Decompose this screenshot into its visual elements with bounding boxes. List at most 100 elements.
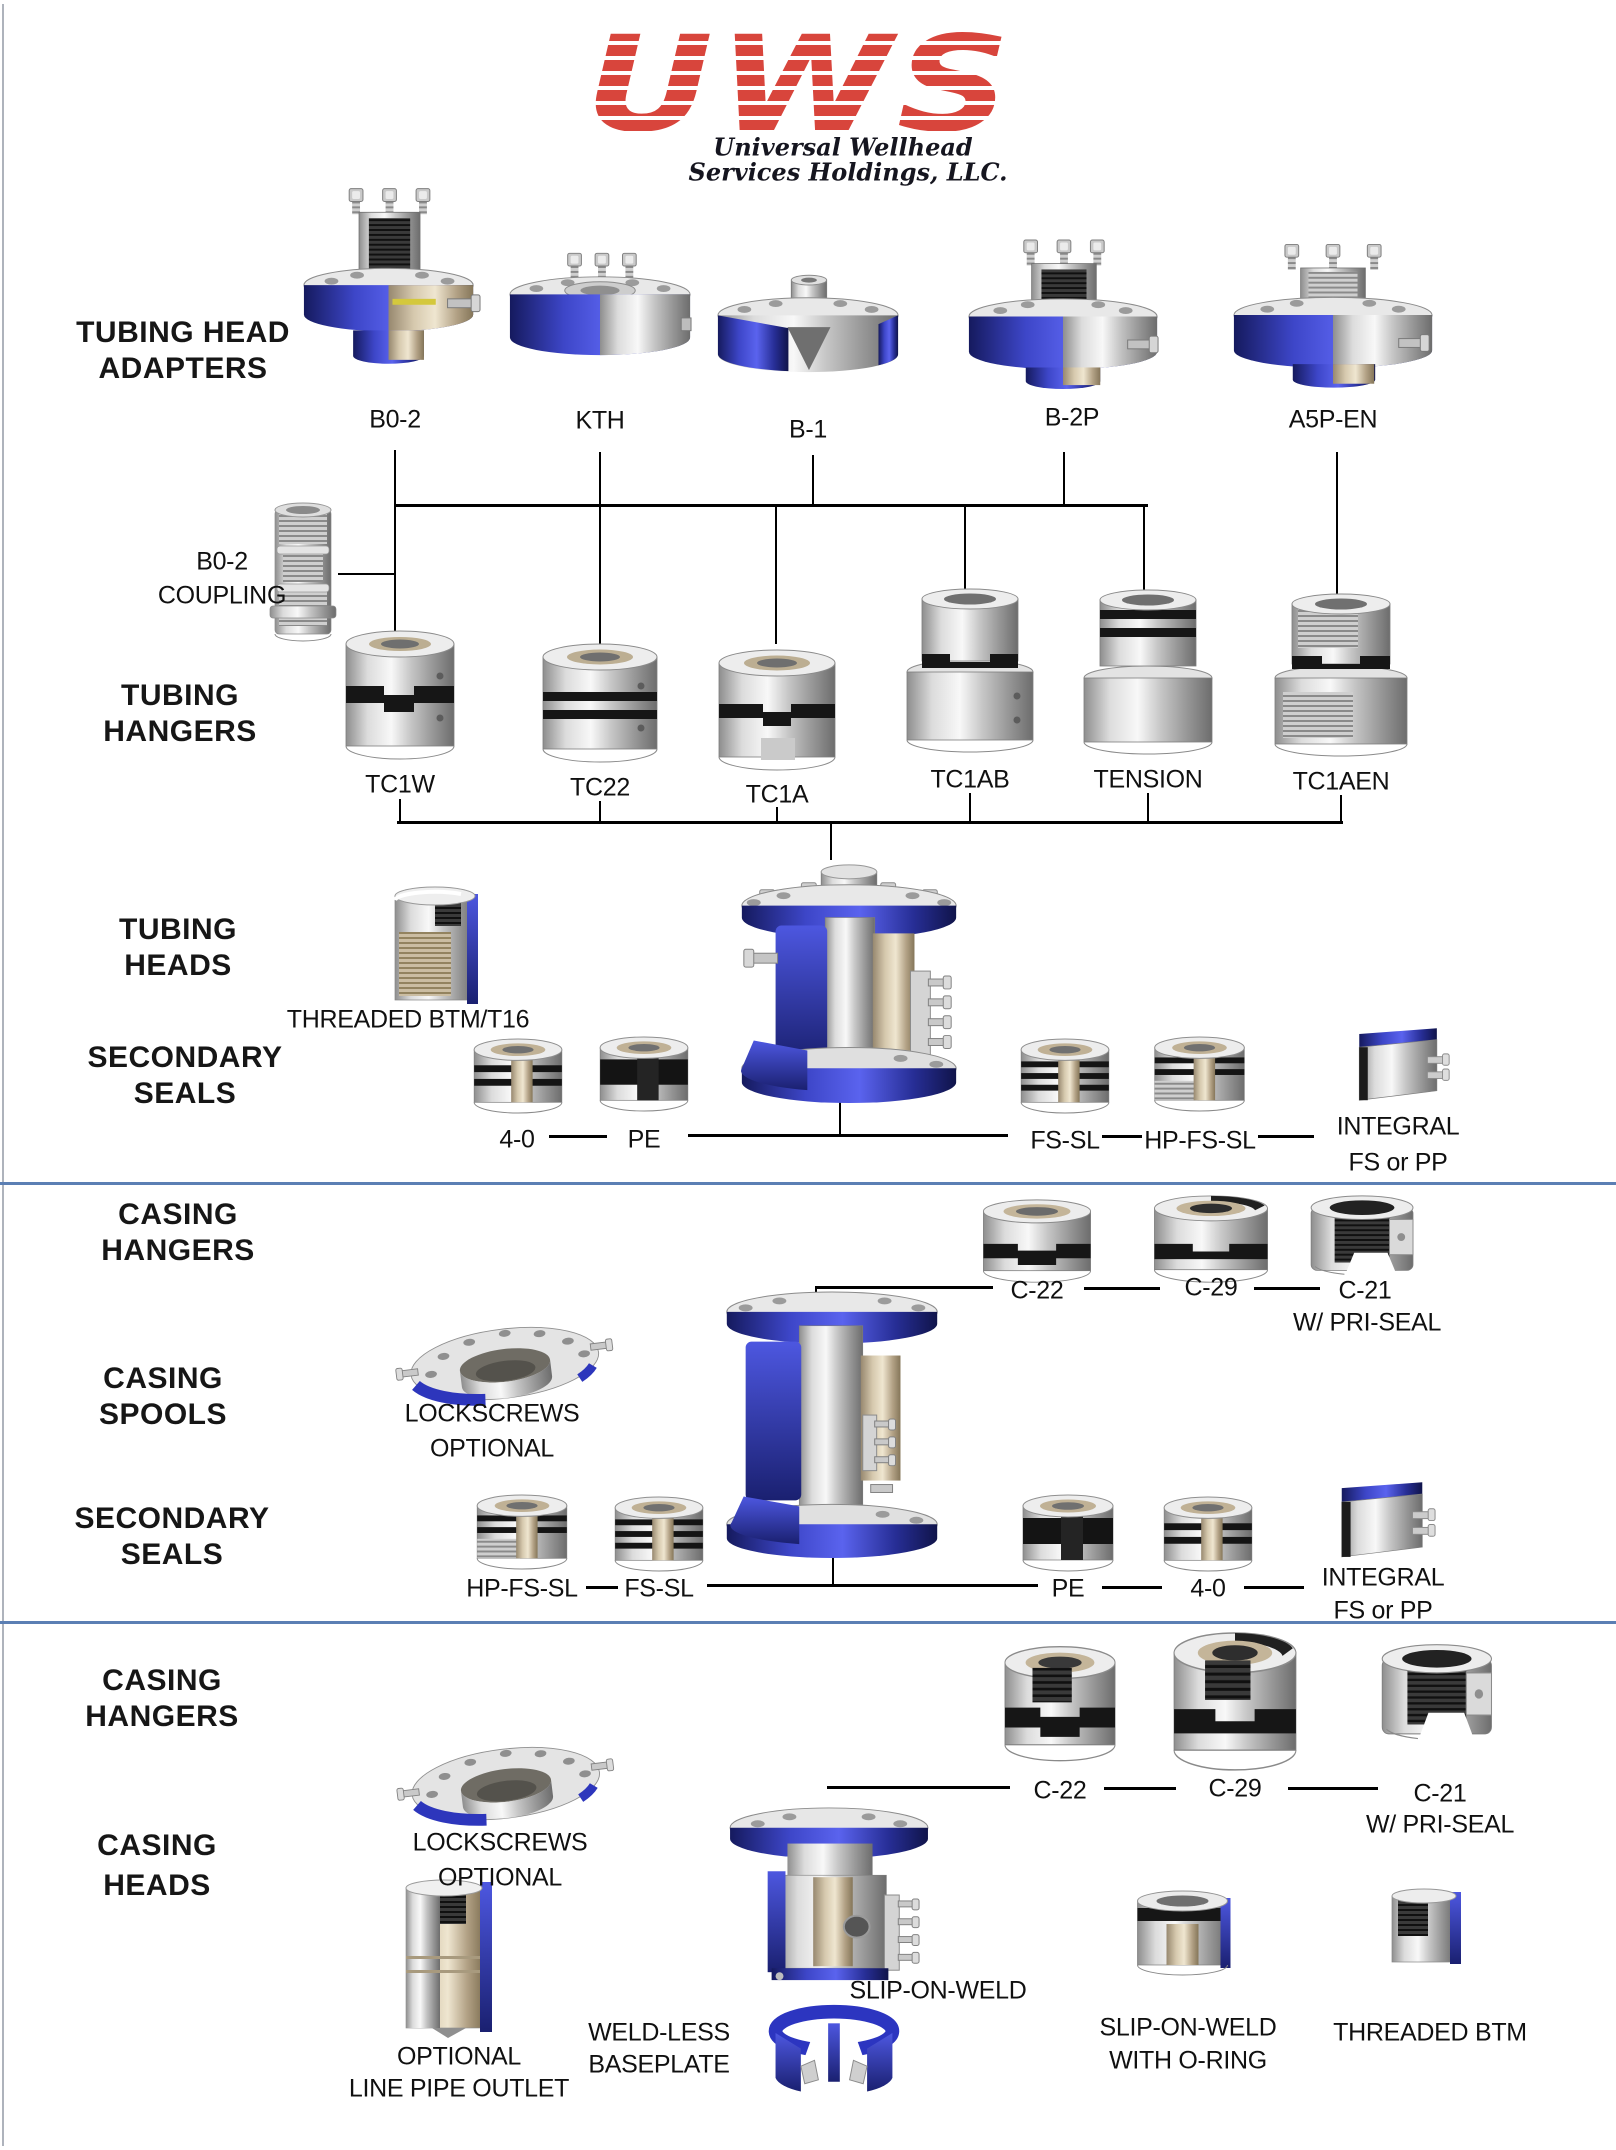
tc1w-hanger-image xyxy=(345,630,455,760)
label-tc1a-hanger: TC1A xyxy=(745,780,809,809)
connector-dash xyxy=(549,1135,607,1138)
connector-line xyxy=(964,506,966,592)
label-seal-integral-line1: INTEGRAL xyxy=(1321,1563,1445,1592)
connector-line xyxy=(338,573,395,575)
connector-line xyxy=(1336,452,1338,620)
connector-dash xyxy=(586,1586,618,1589)
c-29-hanger-image xyxy=(1173,1632,1297,1771)
section-divider xyxy=(0,1182,1616,1185)
section-title-casing-spools-line1: CASING xyxy=(103,1362,223,1395)
label-tension-hanger: TENSION xyxy=(1093,765,1203,794)
tension-hanger-image xyxy=(1083,589,1213,755)
section-title-casing-hangers-upper-line2: HANGERS xyxy=(101,1234,255,1267)
uws-logo-text: UWS xyxy=(585,8,1015,162)
label-tc22-hanger: TC22 xyxy=(570,773,630,802)
seal-integral-image xyxy=(1358,1028,1450,1101)
uws-logo: UWS xyxy=(585,8,1011,162)
section-title-casing-hangers-upper-line1: CASING xyxy=(118,1198,238,1231)
label-weld-less-baseplate-line2: BASEPLATE xyxy=(588,2050,730,2079)
label-seal-pe: PE xyxy=(1051,1574,1085,1603)
section-title-secondary-seals-lower-line2: SEALS xyxy=(120,1538,224,1571)
section-title-secondary-seals-upper-line1: SECONDARY xyxy=(87,1041,283,1074)
lockscrews-spool-image xyxy=(395,1326,614,1406)
c-22-hanger-image xyxy=(982,1199,1092,1283)
label-seal-hp-fs-sl: HP-FS-SL xyxy=(466,1574,578,1603)
c-22-hanger-image xyxy=(1004,1645,1116,1762)
tc1a-hanger-image xyxy=(718,649,836,771)
label-b0-2-coupling-line1: B0-2 xyxy=(196,547,248,576)
label-a5p-en-adapter: A5P-EN xyxy=(1288,405,1378,434)
connector-line xyxy=(399,799,401,823)
connector-line xyxy=(827,1786,1010,1789)
seal-4-0-image xyxy=(1163,1496,1253,1572)
b0-2-coupling-image xyxy=(269,502,337,642)
connector-line xyxy=(1147,793,1149,823)
kth-adapter-image xyxy=(509,252,692,356)
label-weld-less-baseplate-line1: WELD-LESS xyxy=(588,2018,730,2047)
connector-line xyxy=(832,1544,834,1586)
connector-line xyxy=(830,823,832,860)
label-line-pipe-outlet-line2: LINE PIPE OUTLET xyxy=(348,2074,570,2103)
connector-line xyxy=(815,1286,993,1289)
section-divider xyxy=(0,1621,1616,1624)
label-c-29-hanger: C-29 xyxy=(1208,1774,1262,1803)
section-title-tubing-heads-line1: TUBING xyxy=(119,913,237,946)
seal-integral-image xyxy=(1341,1482,1436,1558)
label-c-21-hanger: C-21 xyxy=(1338,1276,1392,1305)
casing-head-slip-on-weld-image xyxy=(729,1807,929,1981)
section-title-casing-heads-line2: HEADS xyxy=(103,1869,211,1902)
label-threaded-btm-t16: THREADED BTM/T16 xyxy=(286,1005,530,1034)
label-slip-on-weld-o-ring-line2: WITH O-RING xyxy=(1109,2046,1267,2075)
connector-line xyxy=(599,506,601,646)
connector-dash xyxy=(1102,1135,1142,1138)
label-tc1ab-hanger: TC1AB xyxy=(930,765,1010,794)
connector-bus xyxy=(397,821,1343,824)
seal-fs-sl-image xyxy=(614,1496,704,1572)
label-threaded-btm: THREADED BTM xyxy=(1333,2018,1527,2047)
page-left-border xyxy=(2,4,4,2146)
section-title-casing-hangers-lower-line2: HANGERS xyxy=(85,1700,239,1733)
b-1-adapter-image xyxy=(717,274,899,373)
label-slip-on-weld: SLIP-ON-WELD xyxy=(849,1976,1027,2005)
label-seal-fs-sl: FS-SL xyxy=(1030,1126,1100,1155)
b-2p-adapter-image xyxy=(968,239,1159,390)
connector-line xyxy=(1063,452,1065,506)
connector-dash xyxy=(1104,1787,1176,1790)
section-title-tubing-hangers-line2: HANGERS xyxy=(103,715,257,748)
label-slip-on-weld-o-ring-line1: SLIP-ON-WELD xyxy=(1099,2013,1277,2042)
c-21-hanger-image xyxy=(1310,1195,1414,1277)
label-kth-adapter: KTH xyxy=(575,406,625,435)
section-title-tubing-head-adapters-line1: TUBING HEAD xyxy=(76,316,290,349)
line-pipe-outlet-image xyxy=(405,1879,492,2038)
label-tc1w-hanger: TC1W xyxy=(365,770,435,799)
connector-line xyxy=(969,793,971,823)
seal-4-0-image xyxy=(473,1038,563,1114)
section-title-casing-hangers-lower-line1: CASING xyxy=(102,1664,222,1697)
seal-hp-fs-sl-image xyxy=(1154,1036,1245,1112)
section-title-casing-heads-line1: CASING xyxy=(97,1829,217,1862)
a5p-en-adapter-image xyxy=(1233,243,1433,388)
label-seal-4-0: 4-0 xyxy=(1190,1574,1226,1603)
tc1aen-hanger-image xyxy=(1274,593,1408,757)
connector-line xyxy=(394,450,396,506)
label-b-1-adapter: B-1 xyxy=(788,415,828,444)
label-lockscrews-optional-line2: OPTIONAL xyxy=(429,1434,555,1463)
tc22-hanger-image xyxy=(542,643,658,763)
label-b0-2-coupling-line2: COUPLING xyxy=(157,581,287,610)
section-title-secondary-seals-lower-line1: SECONDARY xyxy=(74,1502,270,1535)
connector-line xyxy=(839,1102,841,1136)
connector-dash xyxy=(1084,1287,1160,1290)
section-title-casing-spools-line2: SPOOLS xyxy=(98,1398,228,1431)
label-b-2p-adapter: B-2P xyxy=(1044,403,1100,432)
label-lockscrews-optional-line1: LOCKSCREWS xyxy=(412,1828,588,1857)
label-c-22-hanger: C-22 xyxy=(1010,1276,1064,1305)
label-c-21-pri-seal-note: W/ PRI-SEAL xyxy=(1292,1308,1442,1337)
connector-line xyxy=(1340,795,1342,823)
label-seal-integral-line1: INTEGRAL xyxy=(1336,1112,1460,1141)
c-21-hanger-image xyxy=(1381,1644,1493,1741)
threaded-btm-image xyxy=(1391,1888,1461,1964)
label-line-pipe-outlet-line1: OPTIONAL xyxy=(396,2042,522,2071)
logo-tagline-line1: Universal Wellhead xyxy=(713,132,973,162)
threaded-btm-t16-image xyxy=(393,886,478,1004)
